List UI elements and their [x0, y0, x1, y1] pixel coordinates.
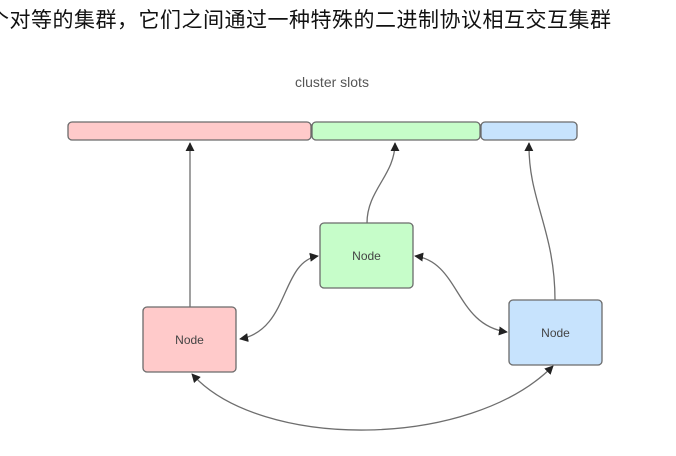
heading-text: 个对等的集群，它们之间通过一种特殊的二进制协议相互交互集群 — [0, 8, 612, 32]
edge-node-a-node-b — [239, 252, 319, 342]
slot-bar — [67, 121, 578, 141]
edge-node-b-to-slots — [366, 142, 400, 224]
node-c-box[interactable] — [508, 299, 603, 366]
node-a-box[interactable] — [142, 306, 237, 373]
edge-node-a-node-c — [191, 365, 554, 431]
node-b[interactable]: Node — [319, 222, 414, 289]
node-b-box[interactable] — [319, 222, 414, 289]
node-a[interactable]: Node — [142, 306, 237, 373]
node-a-label: Node — [175, 333, 204, 347]
edge-node-c-to-slots — [524, 142, 556, 301]
node-c[interactable]: Node — [508, 299, 603, 366]
edge-node-b-node-c — [414, 252, 508, 336]
slot-segment-b — [311, 121, 481, 141]
slot-segment-c — [480, 121, 578, 141]
node-b-label: Node — [352, 249, 381, 263]
node-c-label: Node — [541, 326, 570, 340]
diagram-title: cluster slots — [295, 74, 369, 90]
slot-segment-a — [67, 121, 312, 141]
